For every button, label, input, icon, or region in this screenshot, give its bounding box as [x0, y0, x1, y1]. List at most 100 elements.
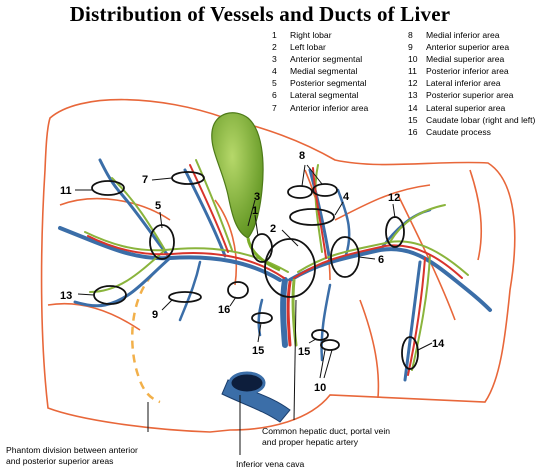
- liver-lobe-line: [469, 169, 483, 261]
- callout-4: 4: [343, 191, 350, 203]
- callout-3: 3: [254, 191, 260, 203]
- bile-duct-tree: [84, 159, 469, 371]
- portal-vein-branch: [308, 168, 332, 264]
- callout-2: 2: [270, 223, 276, 235]
- liver-lobe-line: [359, 299, 380, 399]
- hepatic-artery-branch: [189, 164, 229, 253]
- bile-duct-branch: [195, 159, 233, 251]
- callout-8: 8: [299, 150, 305, 162]
- segment-marker: [312, 183, 338, 197]
- inferior-vena-cava: [221, 371, 291, 423]
- phantom-division-line: [130, 274, 161, 404]
- duct-note-line: Common hepatic duct, portal vein: [262, 426, 391, 436]
- callout-10: 10: [314, 382, 326, 394]
- portal-vein-trunk: [280, 277, 288, 348]
- segment-marker: [320, 339, 340, 351]
- proper-hepatic-artery: [286, 280, 292, 347]
- hepatic-artery-branch: [87, 235, 285, 279]
- segment-marker: [251, 312, 273, 324]
- bile-duct-branch: [389, 204, 446, 243]
- liver-boundary: [40, 98, 516, 433]
- callout-16: 16: [218, 304, 230, 316]
- duct-note-line: and proper hepatic artery: [262, 437, 359, 447]
- callout-11: 11: [60, 185, 72, 197]
- bile-duct-branch: [89, 249, 166, 293]
- segment-marker: [91, 180, 125, 196]
- leader-line: [392, 203, 396, 219]
- leader-lines: [75, 164, 433, 455]
- ivc-opening: [228, 371, 266, 395]
- callout-9: 9: [152, 309, 158, 321]
- hepatic-artery-branch: [312, 167, 327, 259]
- phantom-note-line: and posterior superior areas: [6, 456, 114, 466]
- segment-marker: [289, 208, 335, 226]
- hepatic-artery-branch: [407, 257, 426, 376]
- leader-line: [257, 322, 262, 343]
- phantom-note-line: Phantom division between anterior: [6, 445, 138, 455]
- leader-line: [281, 229, 299, 247]
- leader-line: [77, 293, 95, 296]
- callout-14: 14: [432, 338, 445, 350]
- portal-vein-left-branch: [288, 247, 492, 312]
- callout-12: 12: [388, 192, 400, 204]
- leader-line: [301, 164, 306, 187]
- liver-lobe-line: [334, 184, 431, 221]
- leader-line: [254, 214, 259, 237]
- liver-lobe-line: [214, 199, 238, 286]
- bile-duct-branch: [314, 164, 323, 253]
- leader-line: [358, 256, 376, 260]
- callout-1: 1: [252, 205, 258, 217]
- diagram-title: Distribution of Vessels and Ducts of Liv…: [69, 2, 451, 26]
- leader-line: [308, 338, 317, 344]
- duct-note: Common hepatic duct, portal vein and pro…: [262, 426, 390, 448]
- callout-13: 13: [60, 290, 72, 302]
- leader-line: [306, 164, 323, 185]
- callout-6: 6: [378, 254, 384, 266]
- bile-duct-branch: [84, 231, 289, 273]
- leader-line: [151, 177, 173, 181]
- ivc-note: Inferior vena cava: [236, 459, 305, 469]
- portal-vein-right-branch: [58, 226, 282, 282]
- leader-line: [319, 349, 326, 379]
- callout-15: 15: [252, 345, 264, 357]
- callout-7: 7: [142, 174, 148, 186]
- portal-vein-branch: [320, 283, 332, 362]
- portal-vein-branch: [98, 158, 172, 260]
- liver-lobe-line: [47, 302, 141, 331]
- liver-lobe-line: [59, 197, 171, 221]
- gallbladder-body: [211, 112, 264, 239]
- portal-vein-branch: [73, 256, 172, 308]
- portal-vein-branch: [178, 260, 202, 322]
- portal-vein-tree: [58, 158, 492, 382]
- leader-line: [161, 299, 173, 311]
- leader-line: [159, 211, 163, 229]
- bile-duct-branch: [411, 254, 431, 371]
- leader-line: [334, 201, 344, 216]
- segment-marker: [287, 185, 313, 199]
- callout-numbers: 11 7 5 3 1 2 8 4 12 6 13 9 16 15 15 10 1…: [60, 150, 445, 394]
- hepatic-artery-branch: [293, 244, 463, 279]
- leader-line: [229, 296, 237, 307]
- cystic-duct: [246, 237, 281, 272]
- segment-marker: [311, 329, 329, 341]
- callout-5: 5: [155, 200, 161, 212]
- segment-marker: [168, 291, 202, 303]
- portal-vein-branch: [183, 168, 227, 258]
